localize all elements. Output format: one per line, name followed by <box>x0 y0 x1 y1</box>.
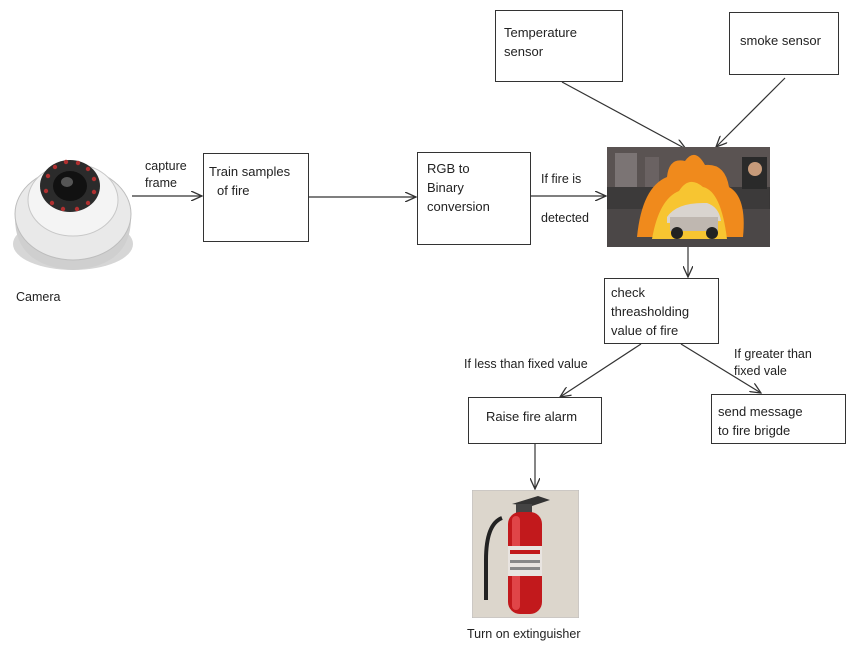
send-message-box: send message to fire brigde <box>711 394 846 444</box>
extinguisher-label: Turn on extinguisher <box>467 627 581 641</box>
if-fire-is-label: If fire is <box>541 172 582 186</box>
fire-extinguisher-image <box>472 490 579 618</box>
arrow-temperature-to-image <box>561 81 686 149</box>
smoke-sensor-box: smoke sensor <box>729 12 839 75</box>
arrow-smoke-to-image <box>716 77 786 147</box>
camera-label: Camera <box>16 290 61 304</box>
camera-icon <box>13 159 133 270</box>
burning-car-image <box>607 147 770 247</box>
arrow-check-to-alarm <box>560 343 642 397</box>
detected-label: detected <box>541 211 589 225</box>
raise-alarm-box: Raise fire alarm <box>468 397 602 444</box>
temperature-sensor-box: Temperature sensor <box>495 10 623 82</box>
if-less-label: If less than fixed value <box>464 357 588 371</box>
arrow-check-to-message <box>680 343 761 393</box>
train-samples-box: Train samples of fire <box>203 153 309 242</box>
check-threshold-box: check threasholding value of fire <box>604 278 719 344</box>
rgb-binary-box: RGB to Binary conversion <box>417 152 531 245</box>
